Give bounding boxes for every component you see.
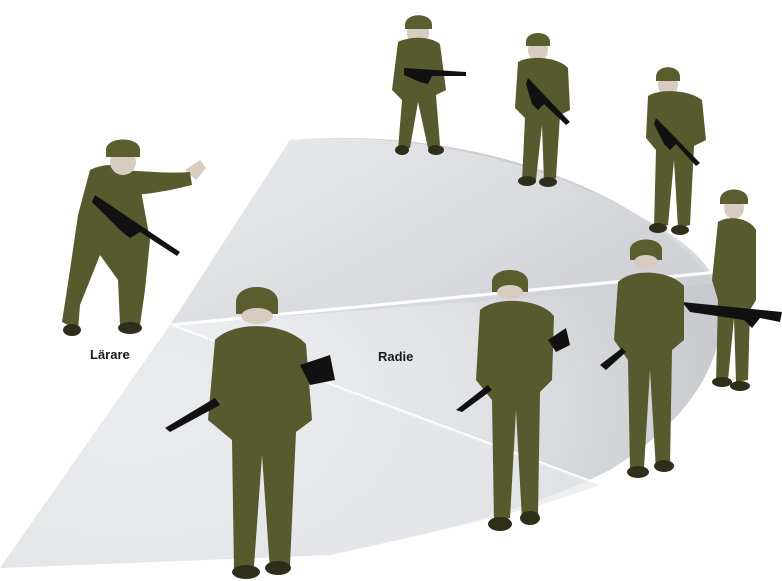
soldier-right-1 (646, 67, 706, 235)
radius-label: Radie (378, 349, 413, 364)
soldier-top-right-1 (515, 33, 570, 187)
teacher-label: Lärare (90, 347, 130, 362)
soldier-top-center (392, 15, 466, 155)
